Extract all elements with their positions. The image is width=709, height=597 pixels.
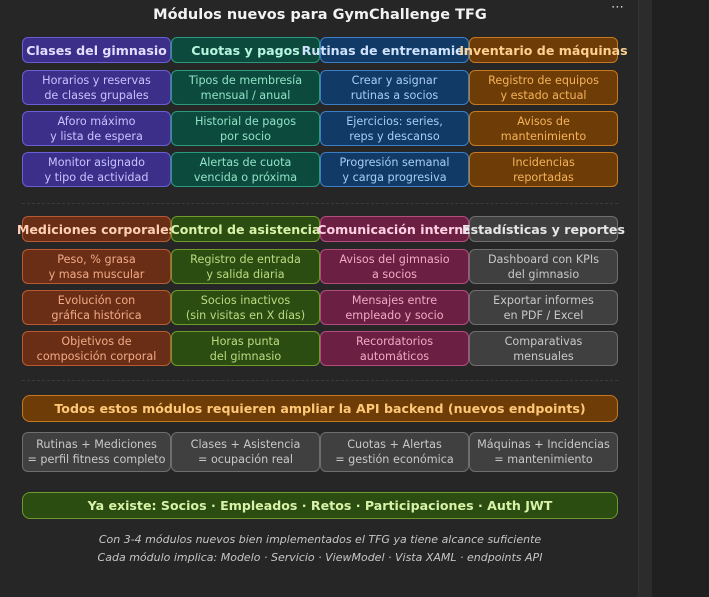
module-feature: Comparativas mensuales [469,331,618,366]
module-feature: Dashboard con KPIs del gimnasio [469,249,618,284]
module-heading: Comunicación interna [317,216,472,242]
module-feature: Tipos de membresía mensual / anual [171,70,320,105]
more-options-icon[interactable]: ⋯ [611,0,625,15]
existing-modules-banner: Ya existe: Socios · Empleados · Retos · … [22,492,618,519]
vertical-scrollbar[interactable] [638,0,653,597]
module-heading: Cuotas y pagos [171,37,320,63]
module-feature: Exportar informes en PDF / Excel [469,290,618,325]
module-feature: Objetivos de composición corporal [22,331,171,366]
module-feature: Peso, % grasa y masa muscular [22,249,171,284]
api-banner: Todos estos módulos requieren ampliar la… [22,395,618,422]
module-feature: Monitor asignado y tipo de actividad [22,152,171,187]
section-divider [22,380,618,381]
footer-line-2: Cada módulo implica: Modelo · Servicio ·… [97,551,543,564]
side-panel [652,0,709,597]
module-combo: Rutinas + Mediciones = perfil fitness co… [22,432,171,472]
module-feature: Avisos de mantenimiento [469,111,618,146]
footer-line-1: Con 3-4 módulos nuevos bien implementado… [98,533,542,546]
module-feature: Recordatorios automáticos [320,331,469,366]
module-heading: Inventario de máquinas [459,37,628,63]
module-feature: Mensajes entre empleado y socio [320,290,469,325]
module-feature: Progresión semanal y carga progresiva [320,152,469,187]
diagram-canvas: Módulos nuevos para GymChallenge TFG Cla… [16,7,628,564]
module-combo: Cuotas + Alertas = gestión económica [320,432,469,472]
module-feature: Evolución con gráfica histórica [22,290,171,325]
module-feature: Horas punta del gimnasio [171,331,320,366]
module-feature: Registro de equipos y estado actual [469,70,618,105]
module-heading: Mediciones corporales [17,216,176,242]
diagram-title: Módulos nuevos para GymChallenge TFG [153,7,487,23]
module-feature: Aforo máximo y lista de espera [22,111,171,146]
module-feature: Crear y asignar rutinas a socios [320,70,469,105]
module-feature: Avisos del gimnasio a socios [320,249,469,284]
module-heading: Control de asistencia [171,216,321,242]
module-feature: Historial de pagos por socio [171,111,320,146]
module-feature: Alertas de cuota vencida o próxima [171,152,320,187]
module-feature: Horarios y reservas de clases grupales [22,70,171,105]
module-feature: Registro de entrada y salida diaria [171,249,320,284]
module-heading: Rutinas de entrenamiento [302,37,487,63]
module-combo: Máquinas + Incidencias = mantenimiento [469,432,618,472]
module-combo: Clases + Asistencia = ocupación real [171,432,320,472]
section-divider [22,203,618,204]
module-heading: Estadísticas y reportes [462,216,625,242]
module-feature: Socios inactivos (sin visitas en X días) [171,290,320,325]
module-feature: Incidencias reportadas [469,152,618,187]
module-feature: Ejercicios: series, reps y descanso [320,111,469,146]
module-heading: Clases del gimnasio [22,37,171,63]
